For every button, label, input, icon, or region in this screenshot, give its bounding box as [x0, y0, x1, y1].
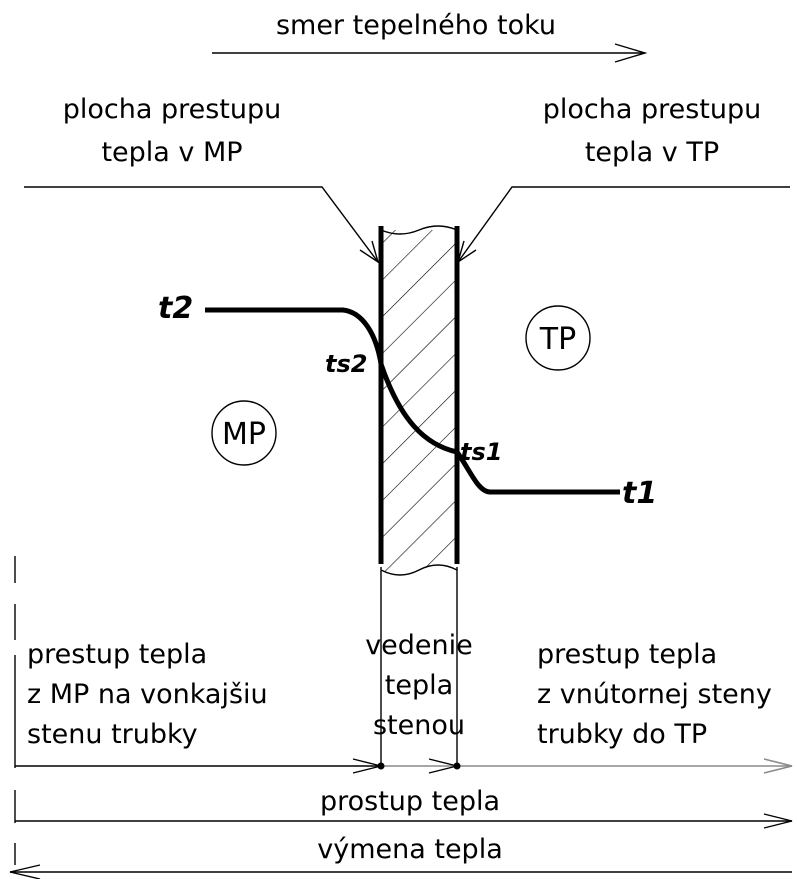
total-transfer-label: prostup tepla: [320, 786, 500, 817]
transfer-mp-line2: z MP na vonkajšiu: [27, 679, 268, 710]
surface-mp-leader: [24, 186, 380, 264]
medium-mp-marker: MP: [211, 400, 277, 466]
medium-mp-label: MP: [222, 417, 266, 452]
process-arrows: [15, 758, 793, 774]
heat-exchange-arrow: [9, 864, 792, 879]
temperature-ts1-label: ts1: [460, 438, 502, 466]
surface-tp-label-line1: plocha prestupu: [543, 94, 762, 125]
temperature-ts2-label: ts2: [325, 350, 367, 378]
temperature-t1-label: t1: [622, 476, 657, 511]
surface-mp-label-line2: tepla v MP: [101, 137, 242, 168]
conduction-line1: vedenie: [365, 630, 473, 661]
heat-flow-direction-label: smer tepelného toku: [276, 10, 556, 41]
pipe-wall: [378, 225, 460, 576]
total-transfer-arrow: [15, 813, 793, 829]
surface-tp-label-line2: tepla v TP: [585, 137, 719, 168]
transfer-mp-line1: prestup tepla: [27, 639, 207, 670]
heat-flow-arrow: [212, 43, 648, 63]
heat-exchange-label: výmena tepla: [317, 834, 503, 865]
medium-tp-marker: TP: [525, 305, 591, 371]
conduction-line2: tepla: [385, 670, 453, 701]
transfer-tp-line1: prestup tepla: [537, 639, 717, 670]
transfer-tp-line2: z vnútornej steny: [537, 679, 772, 710]
temperature-profile-curve: [205, 307, 620, 495]
surface-tp-leader: [456, 186, 790, 264]
conduction-line3: stenou: [373, 710, 465, 741]
temperature-t2-label: t2: [158, 291, 193, 326]
transfer-mp-line3: stenu trubky: [27, 719, 198, 750]
transfer-tp-line3: trubky do TP: [537, 719, 707, 750]
medium-tp-label: TP: [539, 322, 576, 357]
surface-mp-label-line1: plocha prestupu: [63, 94, 282, 125]
